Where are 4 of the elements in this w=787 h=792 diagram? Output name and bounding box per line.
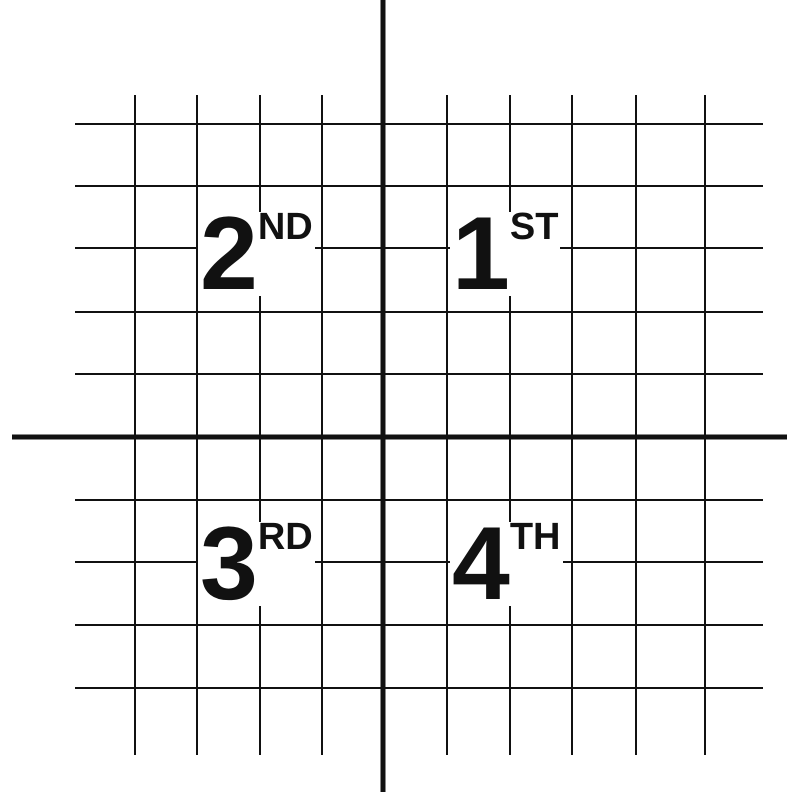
quadrant-label: 2$^{ND}$ [198, 212, 315, 296]
quadrant-label: 1$^{ST}$ [450, 212, 560, 296]
quadrant-label: 4$^{TH}$ [450, 522, 562, 606]
quadrant-label: 3$^{RD}$ [198, 522, 315, 606]
